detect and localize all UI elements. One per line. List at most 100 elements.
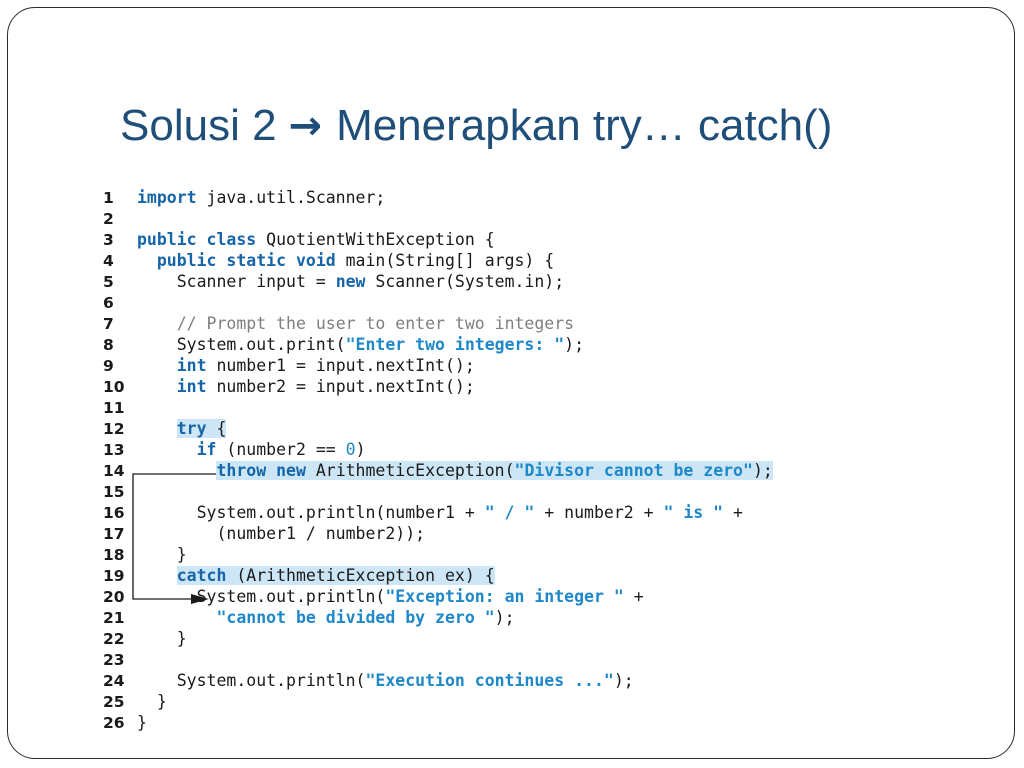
code-token: public static void: [156, 251, 336, 270]
line-number: 22: [103, 630, 125, 648]
code-token: // Prompt the user to enter two integers: [176, 314, 575, 333]
code-line: 22 }: [103, 628, 933, 649]
title-suffix: Menerapkan try… catch(): [336, 101, 833, 150]
code-token: +: [623, 587, 644, 606]
code-text: if (number2 == 0): [137, 439, 366, 460]
code-token: }: [137, 629, 187, 648]
code-token: (number2 ==: [216, 440, 346, 459]
code-token: import: [137, 188, 197, 207]
code-token: " is ": [663, 503, 724, 522]
code-token: );: [752, 461, 773, 480]
code-token: main(String[] args) {: [335, 251, 555, 270]
code-token: catch: [176, 566, 227, 585]
code-token: + number2 +: [534, 503, 664, 522]
code-token: +: [723, 503, 743, 522]
slide-frame: Solusi 2 → Menerapkan try… catch(): [7, 7, 1015, 759]
line-number: 14: [103, 462, 125, 480]
line-number: 1: [103, 189, 114, 207]
code-line: 21 "cannot be divided by zero ");: [103, 607, 933, 628]
slide-title: Solusi 2 → Menerapkan try… catch(): [120, 101, 832, 151]
code-line: 6: [103, 292, 933, 313]
line-number: 18: [103, 546, 125, 564]
code-text: System.out.println("Exception: an intege…: [137, 586, 644, 607]
code-text: try {: [137, 418, 227, 439]
code-text: System.out.print("Enter two integers: ")…: [137, 334, 584, 355]
line-number: 3: [103, 231, 114, 249]
line-number: 26: [103, 714, 125, 732]
code-token: Scanner input =: [137, 272, 336, 291]
code-line: 18 }: [103, 544, 933, 565]
code-line: 26}: [103, 712, 933, 733]
code-token: " / ": [484, 503, 535, 522]
code-text: import java.util.Scanner;: [137, 187, 385, 208]
code-line: 19 catch (ArithmeticException ex) {: [103, 565, 933, 586]
code-line: 7 // Prompt the user to enter two intege…: [103, 313, 933, 334]
code-token: int: [176, 377, 207, 396]
line-number: 2: [103, 210, 114, 228]
line-number: 7: [103, 315, 114, 333]
code-token: public class: [137, 230, 257, 249]
code-token: "cannot be divided by zero ": [216, 608, 495, 627]
code-line: 5 Scanner input = new Scanner(System.in)…: [103, 271, 933, 292]
code-token: Scanner(System.in);: [365, 272, 565, 291]
code-text: }: [137, 691, 167, 712]
code-line: 23: [103, 649, 933, 670]
code-line: 11: [103, 397, 933, 418]
code-line: 13 if (number2 == 0): [103, 439, 933, 460]
code-token: [137, 608, 216, 627]
right-arrow-icon: →: [288, 103, 323, 149]
line-number: 10: [103, 378, 125, 396]
code-text: }: [137, 544, 187, 565]
line-number: 9: [103, 357, 114, 375]
code-line: 8 System.out.print("Enter two integers: …: [103, 334, 933, 355]
code-token: java.util.Scanner;: [196, 188, 386, 207]
code-line: 17 (number1 / number2));: [103, 523, 933, 544]
code-token: }: [137, 692, 167, 711]
code-token: [137, 314, 177, 333]
code-line: 24 System.out.println("Execution continu…: [103, 670, 933, 691]
code-token: System.out.println(: [137, 587, 386, 606]
code-line: 12 try {: [103, 418, 933, 439]
code-text: (number1 / number2));: [137, 523, 425, 544]
code-text: int number2 = input.nextInt();: [137, 376, 475, 397]
code-token: number2 = input.nextInt();: [206, 377, 475, 396]
code-line: 20 System.out.println("Exception: an int…: [103, 586, 933, 607]
code-token: int: [176, 356, 207, 375]
code-token: }: [137, 713, 147, 732]
code-token: try: [176, 419, 207, 438]
code-text: public class QuotientWithException {: [137, 229, 495, 250]
code-token: "Execution continues ...": [365, 671, 614, 690]
code-token: throw new: [216, 461, 306, 480]
code-line: 3 public class QuotientWithException {: [103, 229, 933, 250]
code-line: 16 System.out.println(number1 + " / " + …: [103, 502, 933, 523]
code-token: System.out.print(: [137, 335, 346, 354]
line-number: 21: [103, 609, 125, 627]
code-line: 9 int number1 = input.nextInt();: [103, 355, 933, 376]
code-token: }: [137, 545, 187, 564]
code-line: 2: [103, 208, 933, 229]
code-text: "cannot be divided by zero ");: [137, 607, 514, 628]
code-token: [137, 377, 177, 396]
line-number: 13: [103, 441, 125, 459]
code-token: );: [613, 671, 634, 690]
code-token: {: [206, 419, 227, 438]
code-text: throw new ArithmeticException("Divisor c…: [137, 460, 773, 481]
code-text: }: [137, 628, 187, 649]
title-prefix: Solusi 2: [120, 101, 277, 150]
line-number: 16: [103, 504, 125, 522]
code-text: catch (ArithmeticException ex) {: [137, 565, 495, 586]
line-number: 24: [103, 672, 125, 690]
code-token: [137, 356, 177, 375]
code-text: public static void main(String[] args) {: [137, 250, 554, 271]
code-token: "Exception: an integer ": [385, 587, 624, 606]
code-token: ArithmeticException(: [305, 461, 515, 480]
code-token: number1 = input.nextInt();: [206, 356, 475, 375]
code-line: 1 import java.util.Scanner;: [103, 187, 933, 208]
code-token: );: [564, 335, 585, 354]
code-line: 15: [103, 481, 933, 502]
code-text: // Prompt the user to enter two integers: [137, 313, 574, 334]
code-token: [137, 566, 177, 585]
line-number: 12: [103, 420, 125, 438]
code-token: new: [335, 272, 366, 291]
